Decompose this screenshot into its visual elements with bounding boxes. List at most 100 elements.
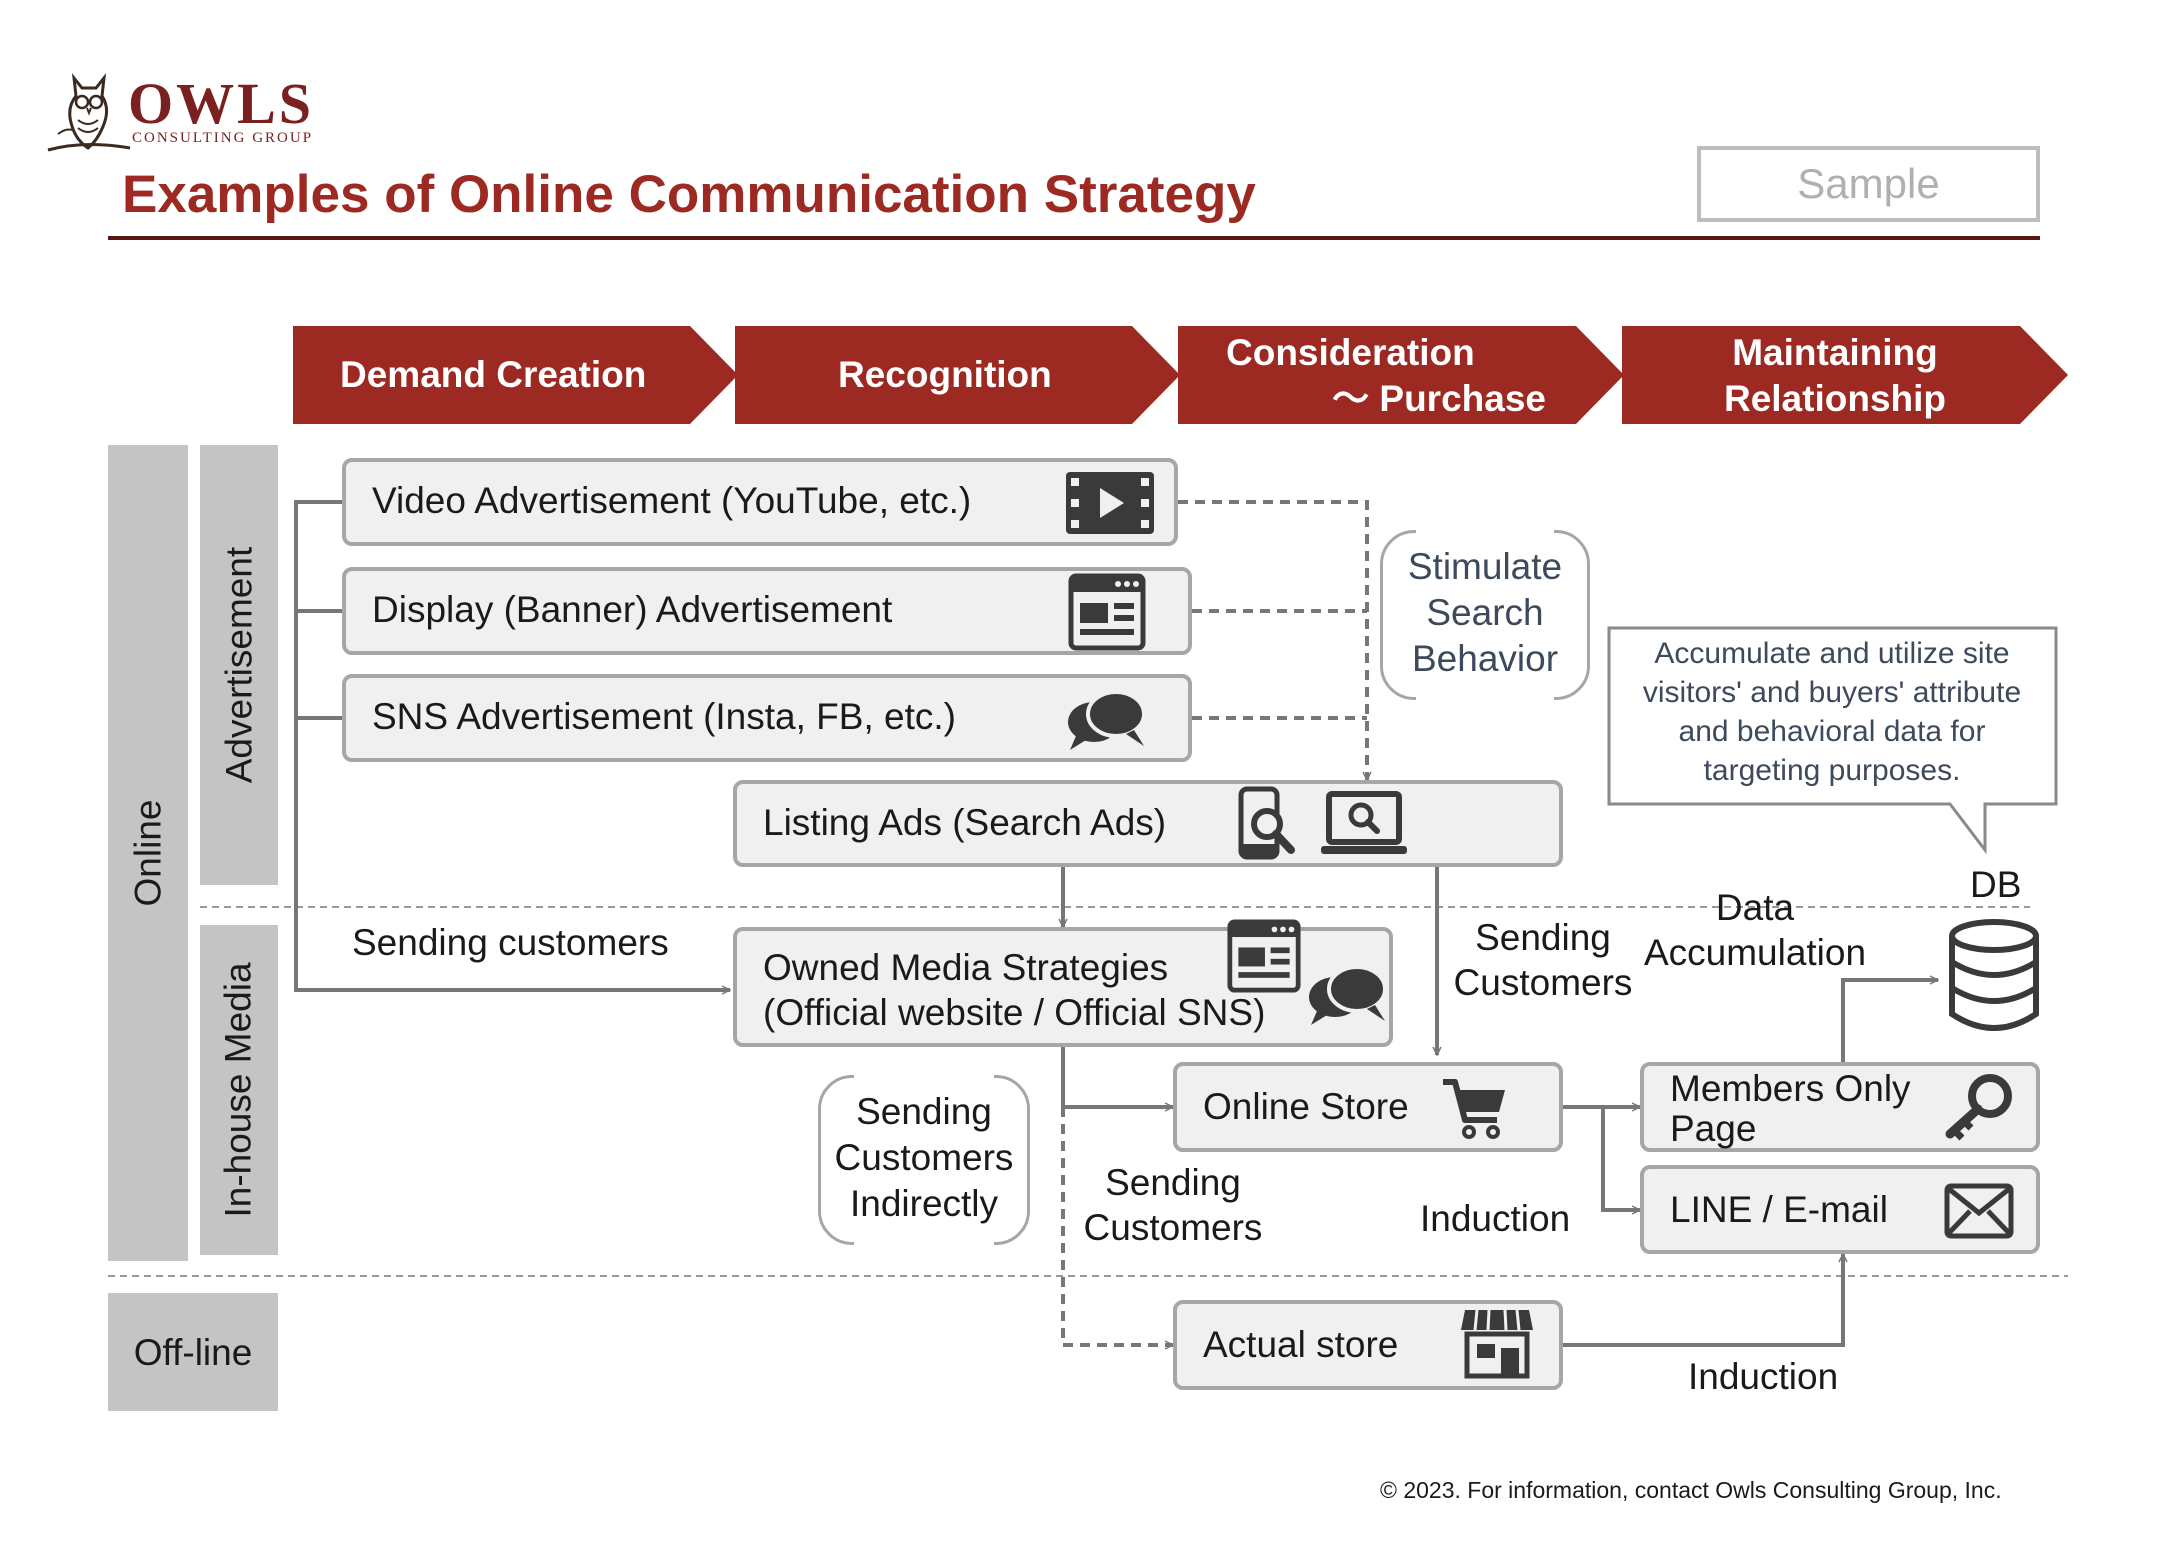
inhouse-panel: In-house Media: [200, 925, 278, 1255]
induction-1-label: Induction: [1420, 1198, 1571, 1239]
sample-badge: Sample: [1697, 146, 2040, 222]
owl-logo-icon: [47, 73, 131, 152]
sending-customers-2-label: Sending Customers: [1448, 915, 1638, 1005]
data-accumulation-line2: Accumulation: [1643, 932, 1867, 973]
mobile-search-icon: [1238, 786, 1295, 860]
chat-bubbles-icon: [1068, 690, 1146, 750]
indirect-text: Sending Customers Indirectly: [818, 1089, 1030, 1227]
sending-customers-3-line1: Sending: [1105, 1162, 1241, 1203]
stimulate-bracket: Stimulate Search Behavior: [1380, 526, 1590, 704]
stimulate-bracket-mask: [1416, 526, 1554, 704]
stage-consideration-line1: Consideration: [1226, 332, 1475, 373]
stage-maintaining-line1: Maintaining: [1732, 332, 1938, 373]
sns-ad-label: SNS Advertisement (Insta, FB, etc.): [372, 696, 956, 737]
actual-store-label: Actual store: [1203, 1324, 1399, 1365]
sending-customers-2-line2: Customers: [1453, 962, 1633, 1003]
laptop-search-icon: [1321, 791, 1407, 854]
display-ad-box[interactable]: Display (Banner) Advertisement: [342, 567, 1192, 655]
cart-icon: [1443, 1079, 1505, 1139]
online-store-box[interactable]: Online Store: [1173, 1062, 1563, 1152]
data-accumulation-label: Data Accumulation: [1640, 885, 1870, 975]
owned-media-line1: Owned Media Strategies: [763, 947, 1169, 988]
stage-demand-label: Demand Creation: [340, 352, 646, 398]
browser-icon: [1227, 919, 1301, 993]
members-page-box[interactable]: Members Only Page: [1640, 1062, 2040, 1152]
page-title: Examples of Online Communication Strateg…: [122, 165, 1256, 224]
callout-text: Accumulate and utilize site visitors' an…: [1612, 634, 2052, 790]
actual-store-to-line-arrow: [1563, 1254, 1843, 1347]
logo: OWLS CONSULTING GROUP: [44, 68, 324, 154]
online-panel: Online: [108, 445, 188, 1261]
listing-ads-label: Listing Ads (Search Ads): [763, 802, 1167, 843]
owned-to-actual-store-dashed: [1061, 1107, 1173, 1345]
line-email-label: LINE / E-mail: [1670, 1189, 1888, 1230]
stage-recognition-text: Recognition: [838, 354, 1052, 395]
listing-ads-box[interactable]: Listing Ads (Search Ads): [733, 780, 1563, 867]
store-to-line-arrow: [1601, 1107, 1640, 1210]
online-store-label: Online Store: [1203, 1086, 1409, 1127]
owned-media-line2: (Official website / Official SNS): [763, 992, 1266, 1033]
mail-icon: [1944, 1183, 2014, 1239]
sending-customers-3-label: Sending Customers: [1078, 1160, 1268, 1250]
video-icon: [1066, 472, 1154, 534]
sample-label: Sample: [1797, 160, 1940, 207]
callout-line4: targeting purposes.: [1703, 754, 1961, 787]
callout-line1: Accumulate and utilize site: [1654, 637, 2010, 670]
video-to-listing-dashed: [1178, 500, 1367, 780]
stage-arrow-maintaining: [1622, 326, 2068, 424]
members-page-line1: Members Only: [1670, 1068, 1911, 1109]
logo-name: OWLS: [128, 71, 315, 136]
induction-2-label: Induction: [1688, 1356, 1839, 1397]
stage-maintaining-label: Maintaining Relationship: [1690, 330, 1980, 422]
actual-store-box[interactable]: Actual store: [1173, 1300, 1563, 1390]
logo-subtitle: CONSULTING GROUP: [132, 130, 314, 146]
callout-line3: and behavioral data for: [1678, 715, 1986, 748]
indirect-bracket-mask: [854, 1071, 994, 1249]
title-rule: [108, 236, 2040, 240]
sending-customers-3-line2: Customers: [1083, 1207, 1263, 1248]
indirect-line1: Sending: [856, 1091, 992, 1132]
members-page-line2: Page: [1670, 1108, 1757, 1149]
db-label: DB: [1970, 864, 2022, 905]
ads-trunk-line: [294, 500, 730, 990]
data-accumulation-line1: Data: [1715, 887, 1795, 928]
sns-ad-box[interactable]: SNS Advertisement (Insta, FB, etc.): [342, 674, 1192, 762]
stage-consideration-label: Consideration ～ Purchase: [1226, 330, 1546, 422]
stage-demand-text: Demand Creation: [340, 354, 647, 395]
advertisement-panel: Advertisement: [200, 445, 278, 885]
display-ad-label: Display (Banner) Advertisement: [372, 589, 893, 630]
indirect-line3: Indirectly: [849, 1183, 999, 1224]
offline-panel: Off-line: [108, 1293, 278, 1411]
line-email-box[interactable]: LINE / E-mail: [1640, 1165, 2040, 1254]
callout-line2: visitors' and buyers' attribute: [1642, 676, 2022, 709]
indirect-bracket: Sending Customers Indirectly: [818, 1071, 1030, 1249]
video-ad-box[interactable]: Video Advertisement (YouTube, etc.): [342, 458, 1178, 546]
sending-customers-2-line1: Sending: [1475, 917, 1611, 958]
stimulate-line1: Stimulate: [1407, 546, 1563, 587]
owned-chat-bubbles-icon: [1309, 965, 1387, 1025]
callout-bubble: [1607, 626, 2058, 855]
owned-to-online-store-arrow: [1061, 1047, 1173, 1107]
members-to-db-arrow: [1841, 980, 1938, 1062]
offline-label: Off-line: [133, 1331, 253, 1373]
stage-arrow-demand: [293, 326, 738, 424]
stage-arrow-consideration: [1178, 326, 1624, 424]
footer-copyright: © 2023. For information, contact Owls Co…: [1380, 1477, 2002, 1503]
stage-recognition-label: Recognition: [838, 352, 1052, 398]
stage-consideration-line2: ～ Purchase: [1332, 378, 1546, 419]
key-icon: [1945, 1074, 2012, 1141]
banner-icon: [1068, 573, 1146, 651]
sending-customers-label: Sending customers: [352, 922, 669, 963]
database-icon: [1949, 919, 2039, 1031]
stimulate-line3: Behavior: [1411, 638, 1559, 679]
stimulate-text: Stimulate Search Behavior: [1380, 544, 1590, 682]
stage-maintaining-line2: Relationship: [1723, 378, 1947, 419]
store-icon: [1461, 1309, 1533, 1379]
stage-arrow-recognition: [735, 326, 1180, 424]
indirect-line2: Customers: [834, 1137, 1014, 1178]
owned-media-box[interactable]: Owned Media Strategies (Official website…: [733, 919, 1393, 1047]
video-ad-label: Video Advertisement (YouTube, etc.): [372, 480, 972, 521]
stimulate-line2: Search: [1426, 592, 1544, 633]
